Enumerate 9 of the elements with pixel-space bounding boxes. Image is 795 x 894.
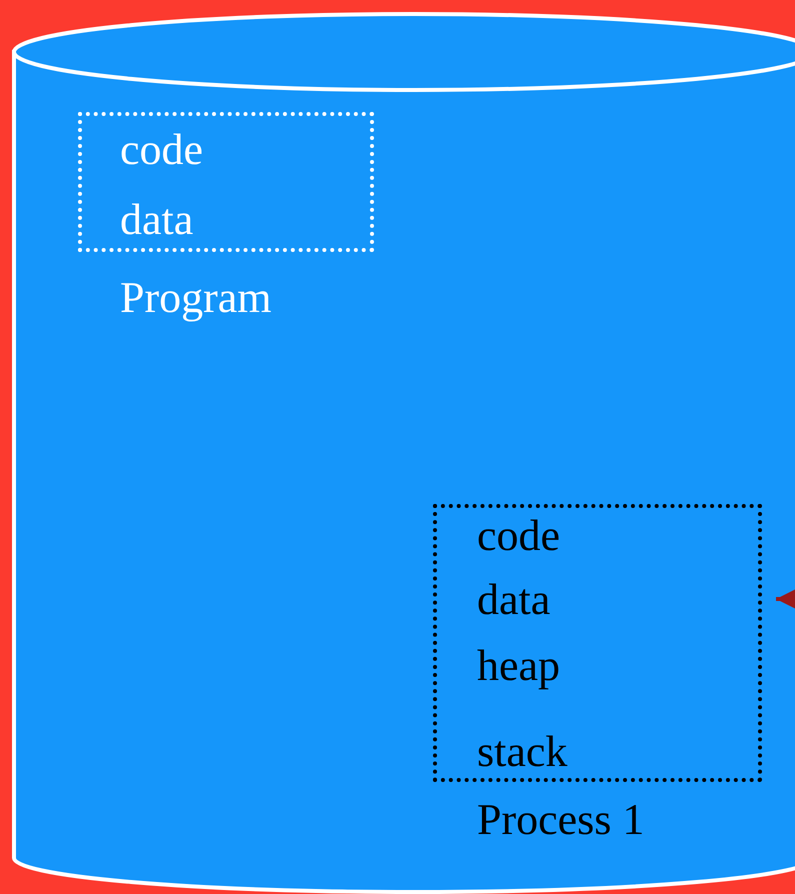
segment-label: heap bbox=[477, 640, 560, 692]
segment-label: code bbox=[477, 510, 560, 562]
segment-label: data bbox=[477, 574, 550, 626]
node-label: Process 1 bbox=[477, 794, 644, 846]
arrow bbox=[776, 587, 795, 611]
segment-label: code bbox=[120, 124, 204, 176]
node-label: Program bbox=[120, 272, 272, 324]
segment-label: stack bbox=[477, 726, 568, 778]
segment-label: data bbox=[120, 194, 194, 246]
